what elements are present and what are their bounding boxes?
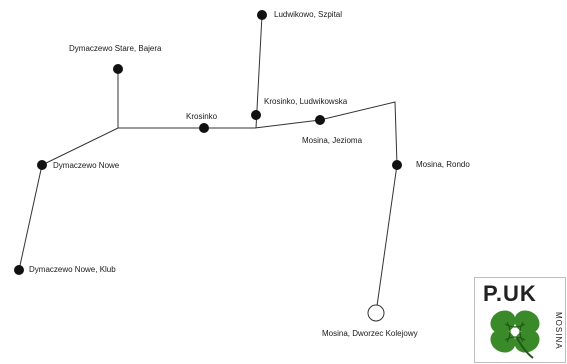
stop-mosina-jezioma-marker[interactable] [315,115,325,125]
stop-label-krosinko-ludwikowska: Krosinko, Ludwikowska [264,97,348,106]
logo-side-text: MOSINA [554,312,563,350]
stop-label-ludwikowo-szpital: Ludwikowo, Szpital [274,10,343,19]
stop-krosinko-ludwikowska-marker[interactable] [251,110,261,120]
puk-logo: P.UK MOSINA [474,277,566,363]
stop-label-krosinko: Krosinko [186,112,218,121]
stop-krosinko-marker[interactable] [199,123,209,133]
stop-dymaczewo-stare-bajera-marker[interactable] [113,64,123,74]
stop-ludwikowo-szpital-marker[interactable] [257,10,267,20]
stop-label-dymaczewo-stare-bajera: Dymaczewo Stare, Bajera [69,44,162,53]
stop-mosina-dworzec-kolejowy-marker[interactable] [367,304,385,322]
stop-label-mosina-rondo: Mosina, Rondo [416,160,470,169]
route-segment-west [18,101,398,314]
stop-mosina-rondo-marker[interactable] [392,160,402,170]
route-branch-ludwikowo [255,14,263,129]
four-leaf-clover-icon [490,310,540,359]
logo-text: P.UK [483,281,537,306]
stop-label-dymaczewo-nowe: Dymaczewo Nowe [53,161,120,170]
stop-dymaczewo-nowe-klub-marker[interactable] [14,265,24,275]
stop-label-mosina-dworzec-kolejowy: Mosina, Dworzec Kolejowy [322,329,418,338]
stop-label-dymaczewo-nowe-klub: Dymaczewo Nowe, Klub [29,265,116,274]
stop-label-mosina-jezioma: Mosina, Jezioma [302,136,363,145]
stop-dymaczewo-nowe-marker[interactable] [37,160,47,170]
